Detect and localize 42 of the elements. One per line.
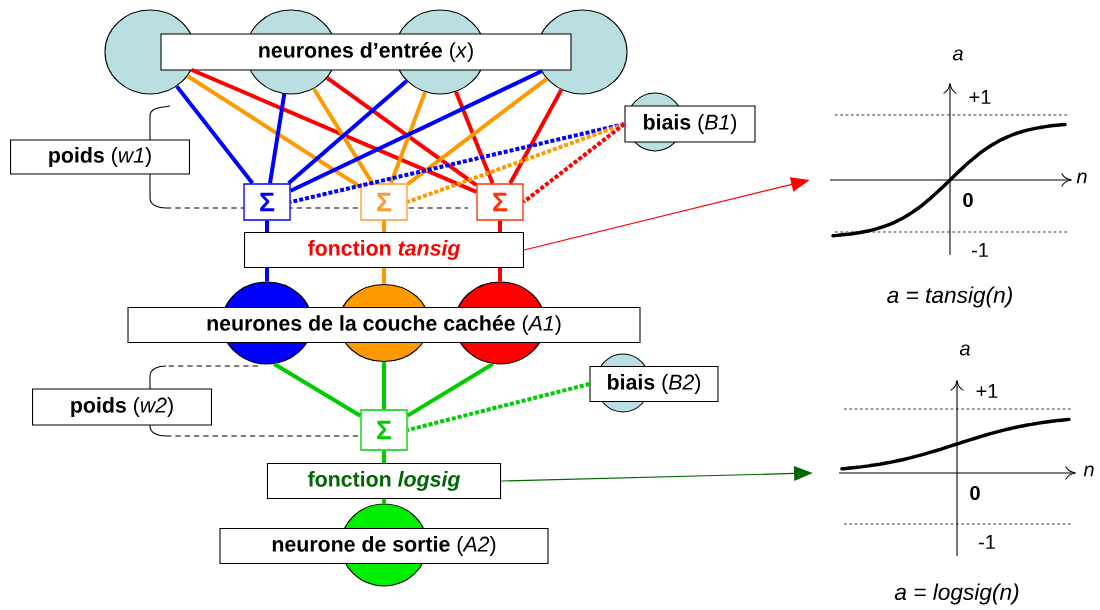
connector xyxy=(312,87,375,185)
connector xyxy=(498,220,502,232)
hidden-neuron: neurones de la couche cachée (A1) xyxy=(127,283,641,363)
connector xyxy=(407,122,626,204)
connector xyxy=(287,79,408,185)
connector xyxy=(382,268,386,284)
connector xyxy=(382,362,386,410)
connector xyxy=(273,362,362,418)
connector xyxy=(382,220,386,232)
bias-neuron: biais (B2) xyxy=(589,353,719,413)
connector xyxy=(290,122,625,204)
connector xyxy=(454,91,495,185)
connector xyxy=(498,268,502,282)
connector xyxy=(190,67,478,194)
connector xyxy=(382,450,386,463)
connector xyxy=(265,220,269,232)
sum-box: Σ xyxy=(360,183,408,221)
weights-label: poids (w1) xyxy=(10,139,190,175)
bias-neuron: biais (B1) xyxy=(624,92,756,152)
weights-label: poids (w2) xyxy=(32,388,212,426)
connector xyxy=(268,93,287,184)
function-label: fonction tansig xyxy=(244,232,524,268)
connector xyxy=(265,268,269,282)
tansig-graph-drawing: a +1 n 0 -1 a = tansig(n) xyxy=(829,49,1087,308)
layer-label: neurones d’entrée (x) xyxy=(160,33,572,71)
connector xyxy=(522,122,626,204)
connector xyxy=(289,69,543,193)
connector xyxy=(406,77,548,186)
sum-box: Σ xyxy=(360,409,408,451)
sum-box: Σ xyxy=(476,183,524,221)
connector xyxy=(508,88,564,185)
connector xyxy=(186,74,362,189)
connector xyxy=(325,76,478,187)
output-neuron: neurone de sortie (A2) xyxy=(219,503,549,587)
sum-box: Σ xyxy=(243,183,291,221)
function-label: fonction logsig xyxy=(266,463,502,499)
connector xyxy=(382,499,386,504)
connector xyxy=(389,91,427,184)
logsig-graph-drawing: a +1 n 0 -1 a = logsig(n) xyxy=(838,344,1094,605)
connector xyxy=(407,382,590,432)
connector xyxy=(175,85,255,185)
connector xyxy=(406,362,494,418)
